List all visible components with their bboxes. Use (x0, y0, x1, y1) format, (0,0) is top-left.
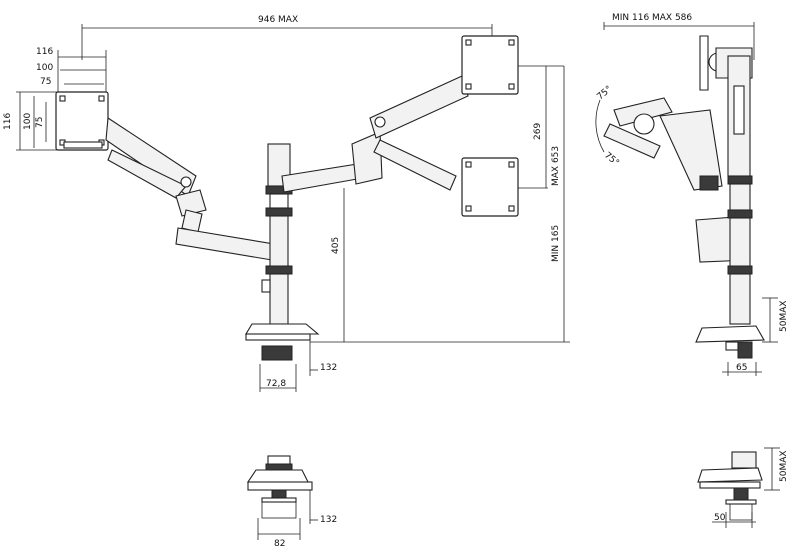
right-height-dimensions: 269 MAX 653 MIN 165 405 (310, 65, 570, 343)
width-max-dimension: 946 MAX (81, 15, 493, 60)
vesa-horizontal-dimensions: 116 100 75 (36, 47, 107, 100)
grommet-side-view: 50MAX 50 (697, 447, 789, 528)
height-max-label: MAX 653 (551, 146, 561, 186)
right-bottom-vesa-plate (461, 157, 519, 217)
grommet-front-view: 132 82 (246, 455, 337, 549)
side-clamp-dimensions: 50MAX 65 (722, 297, 789, 376)
width-max-label: 946 MAX (258, 15, 298, 25)
tilt-top-label: 75° (596, 84, 615, 102)
side-top-dimensions: MIN 116 MAX 586 (603, 13, 755, 60)
vesa-vertical-dimensions: 116 100 75 (3, 91, 60, 151)
left-arm (105, 117, 287, 263)
clamp-132-label: 132 (320, 363, 337, 373)
clamp-50max-label: 50MAX (779, 300, 789, 332)
left-vesa-plate (55, 91, 109, 151)
side-min-label: MIN 116 (612, 13, 649, 23)
right-top-vesa-plate (461, 35, 519, 95)
clamp-72-8-label: 72,8 (266, 379, 286, 389)
height-min-label: MIN 165 (551, 225, 561, 262)
grommet-132-label: 132 (320, 515, 337, 525)
vesa-100-label: 100 (36, 63, 53, 73)
right-arm (281, 75, 469, 193)
vesa-75-label: 75 (40, 77, 51, 87)
grommet-50-label: 50 (714, 513, 726, 523)
side-pole (695, 55, 765, 359)
clamp-front-dimensions: 132 72,8 (259, 334, 337, 392)
arm-269-label: 269 (533, 123, 543, 140)
vesa-side-100-label: 100 (23, 113, 33, 130)
vesa-116-label: 116 (36, 47, 53, 57)
side-tilt-plate: 75° 75° (595, 84, 673, 169)
tilt-bottom-label: 75° (602, 151, 621, 169)
vesa-side-75-label: 75 (35, 117, 45, 128)
clamp-65-label: 65 (736, 363, 747, 373)
side-max-label: MAX 586 (652, 13, 692, 23)
vesa-side-116-label: 116 (3, 113, 13, 130)
grommet-82-label: 82 (274, 539, 285, 549)
pole-405-label: 405 (331, 237, 341, 254)
grommet-50max-label: 50MAX (779, 450, 789, 482)
